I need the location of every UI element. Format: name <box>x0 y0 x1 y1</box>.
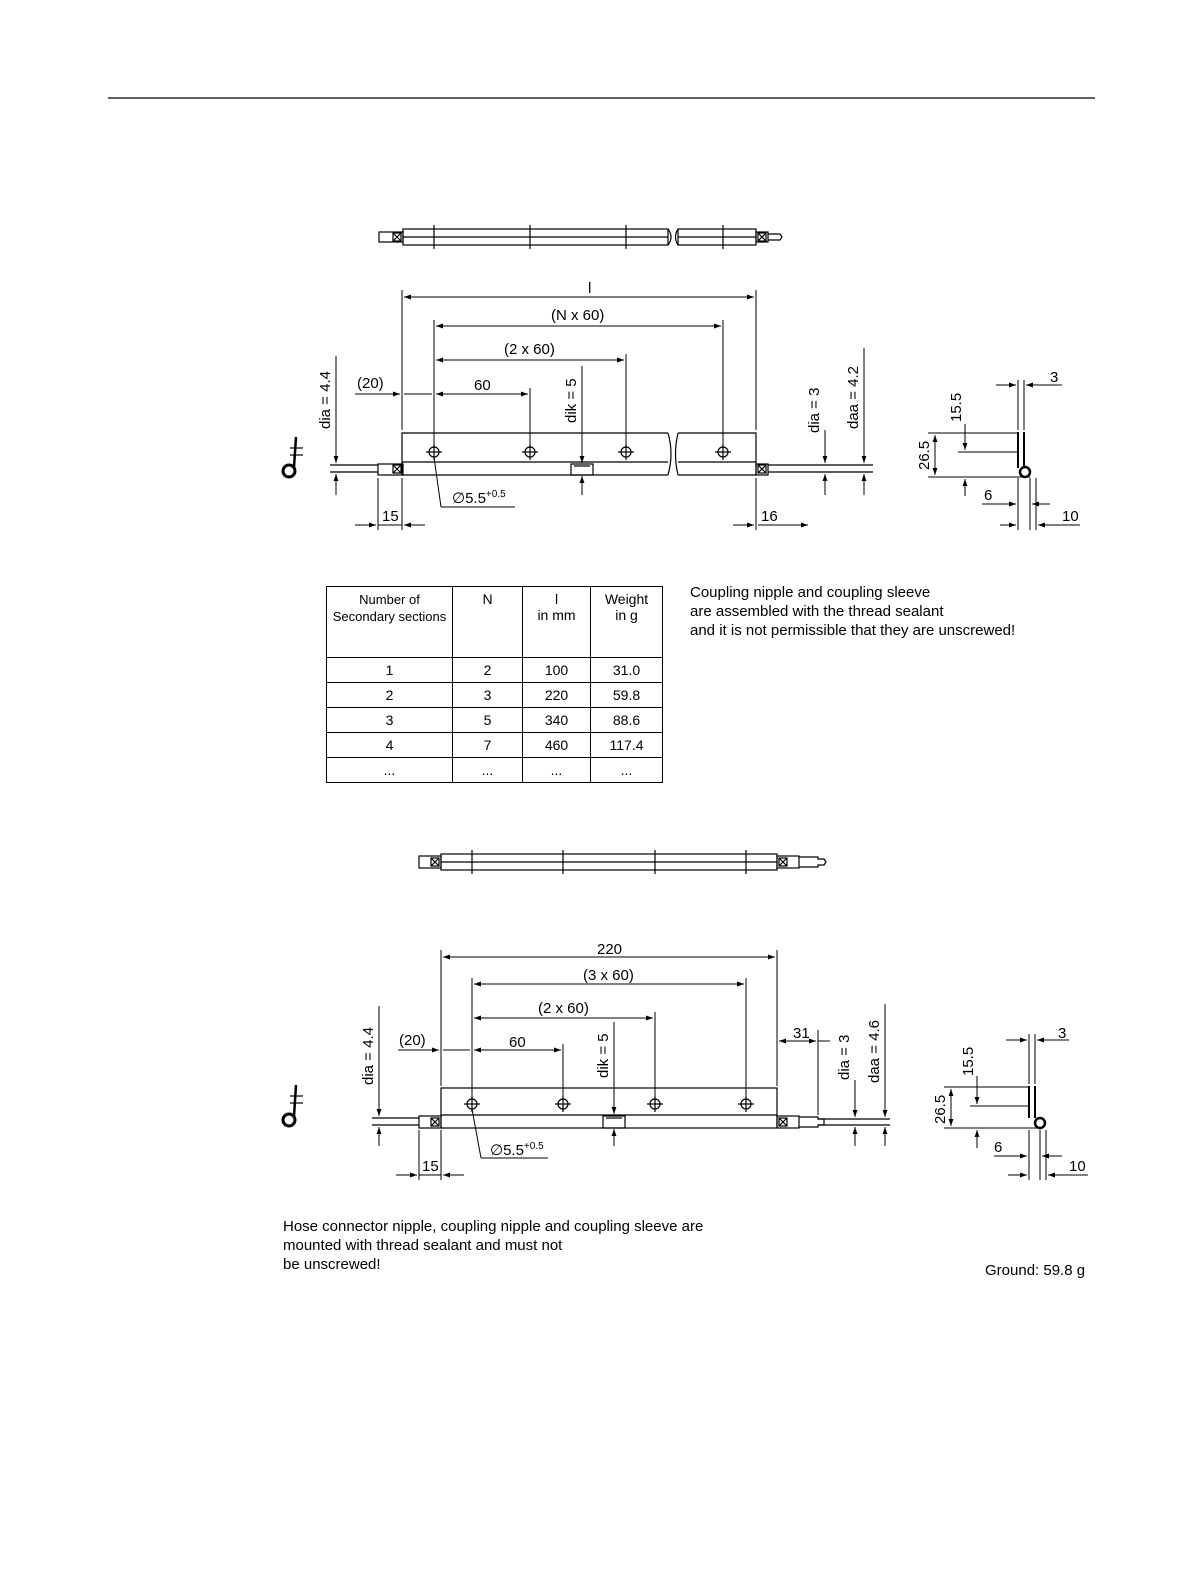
side-dim-3: 3 <box>1050 369 1058 386</box>
side-dim-6: 6 <box>984 487 992 504</box>
assembly-note-1: Coupling nipple and coupling sleeve are … <box>690 583 1015 640</box>
front-view-1 <box>281 432 873 479</box>
dim-20: (20) <box>357 375 384 392</box>
table-cell: 1 <box>326 657 453 683</box>
table-cell: 2 <box>452 657 523 683</box>
dim-dia-left: dia = 4.4 <box>360 1027 377 1085</box>
table-cell: 100 <box>522 657 591 683</box>
side-dim-10: 10 <box>1062 508 1079 525</box>
side-dim-15-5: 15.5 <box>948 393 965 422</box>
note-line: are assembled with the thread sealant <box>690 603 944 620</box>
table-cell: 117.4 <box>590 732 663 758</box>
table-row: 2 3 220 59.8 <box>326 682 663 708</box>
dim-15: 15 <box>382 508 399 525</box>
dim-daa: daa = 4.6 <box>866 1020 883 1083</box>
dim-31: 31 <box>793 1025 810 1042</box>
note-line: be unscrewed! <box>283 1256 381 1273</box>
top-view-1 <box>378 225 783 249</box>
side-dim-15-5: 15.5 <box>960 1047 977 1076</box>
dim-20: (20) <box>399 1032 426 1049</box>
side-view-1 <box>928 380 1080 530</box>
dim-dik: dik = 5 <box>595 1033 612 1078</box>
side-dim-6: 6 <box>994 1139 1002 1156</box>
note-line: Coupling nipple and coupling sleeve <box>690 584 931 601</box>
assembly-note-2: Hose connector nipple, coupling nipple a… <box>283 1217 703 1274</box>
dim-daa: daa = 4.2 <box>845 366 862 429</box>
table-cell: 31.0 <box>590 657 663 683</box>
table-row: 1 2 100 31.0 <box>326 657 663 683</box>
table-cell: 340 <box>522 707 591 733</box>
table-cell: 88.6 <box>590 707 663 733</box>
table-row: ... ... ... ... <box>326 757 663 783</box>
table-cell: ... <box>326 757 453 783</box>
dim-2x60: (2 x 60) <box>538 1000 589 1017</box>
dim-n60: (N x 60) <box>551 307 604 324</box>
table-cell: ... <box>590 757 663 783</box>
labels-1: l (N x 60) (2 x 60) (20) 60 dia = 4.4 di… <box>317 280 1079 525</box>
dim-hole: ∅5.5+0.5 <box>490 1141 544 1159</box>
table-cell: 5 <box>452 707 523 733</box>
side-dim-10: 10 <box>1069 1158 1086 1175</box>
dim-60: 60 <box>474 377 491 394</box>
side-dim-26-5: 26.5 <box>932 1095 949 1124</box>
table-cell: ... <box>452 757 523 783</box>
dimensions-1 <box>333 290 867 530</box>
dim-dia-right: dia = 3 <box>806 388 823 433</box>
col-header-n: N <box>452 586 523 658</box>
dim-220: 220 <box>597 941 622 958</box>
table-cell: 220 <box>522 682 591 708</box>
table-cell: 7 <box>452 732 523 758</box>
dim-2x60: (2 x 60) <box>504 341 555 358</box>
table-cell: ... <box>522 757 591 783</box>
dimensions-2 <box>376 950 888 1180</box>
table-cell: 4 <box>326 732 453 758</box>
dim-hole: ∅5.5+0.5 <box>452 489 506 507</box>
table-cell: 3 <box>452 682 523 708</box>
table-cell: 59.8 <box>590 682 663 708</box>
ground-weight: Ground: 59.8 g <box>985 1262 1086 1279</box>
note-line: mounted with thread sealant and must not <box>283 1237 563 1254</box>
dim-60: 60 <box>509 1034 526 1051</box>
table-cell: 2 <box>326 682 453 708</box>
side-dim-3: 3 <box>1058 1025 1066 1042</box>
labels-2: 220 (3 x 60) (2 x 60) (20) 60 31 dia = 4… <box>360 941 1086 1175</box>
dim-15: 15 <box>422 1158 439 1175</box>
front-view-2 <box>281 1084 890 1129</box>
side-view-2 <box>944 1034 1088 1180</box>
table-cell: 3 <box>326 707 453 733</box>
dim-l: l <box>588 280 591 297</box>
note-line: Hose connector nipple, coupling nipple a… <box>283 1218 704 1235</box>
top-view-2 <box>418 850 827 874</box>
dim-dia-left: dia = 4.4 <box>317 371 334 429</box>
table-row: 4 7 460 117.4 <box>326 732 663 758</box>
table-row: 3 5 340 88.6 <box>326 707 663 733</box>
side-dim-26-5: 26.5 <box>916 441 933 470</box>
dim-dia-right: dia = 3 <box>836 1035 853 1080</box>
dim-dik: dik = 5 <box>563 378 580 423</box>
dim-3x60: (3 x 60) <box>583 967 634 984</box>
dim-16: 16 <box>761 508 778 525</box>
note-line: and it is not permissible that they are … <box>690 622 1016 639</box>
table-cell: 460 <box>522 732 591 758</box>
